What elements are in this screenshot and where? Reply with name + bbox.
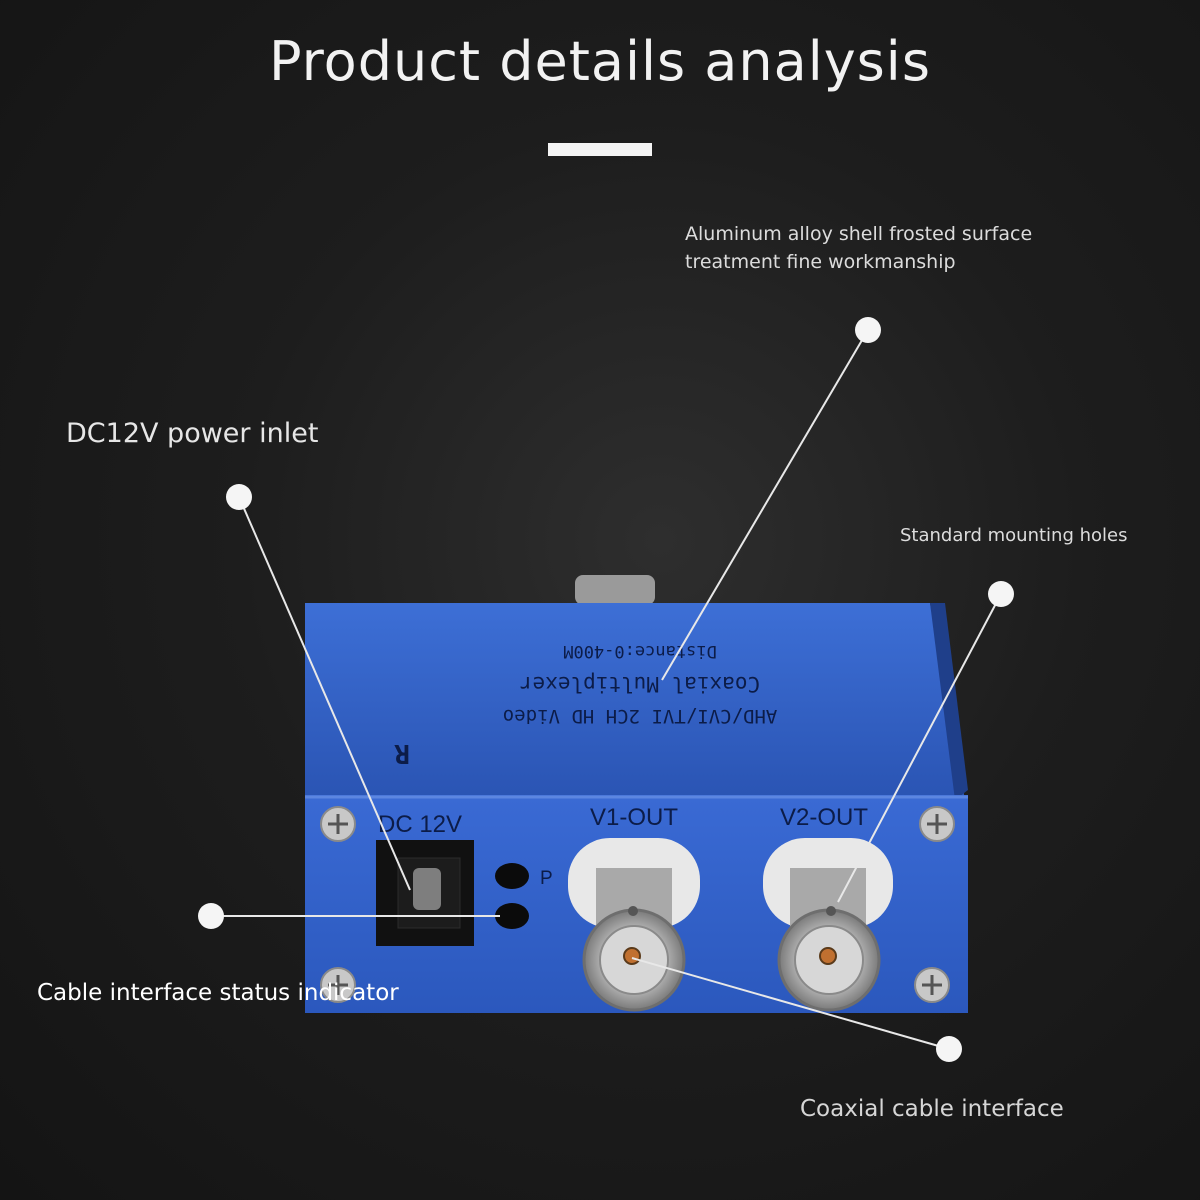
port-v1-label: V1-OUT [590,804,678,831]
led-power [495,863,529,889]
callout-power: DC12V power inlet [66,418,319,449]
device-distance-line: Distance:0-400M [563,641,717,661]
callout-dot-status [198,903,224,929]
dc-pin [413,868,441,910]
bnc-connector-v1 [568,838,700,1012]
device-name-line: Coaxial Multiplexer [520,672,760,696]
device-top-face [305,603,965,800]
leader-line-power [238,496,411,891]
callout-status: Cable interface status indicator [37,980,399,1006]
callout-holes: Standard mounting holes [900,525,1128,546]
mounting-screw [320,967,356,1003]
title-underline [548,143,652,156]
callout-dot-coax [936,1036,962,1062]
callout-shell-line2: treatment fine workmanship [685,251,956,273]
leader-line-holes [837,593,1002,903]
mounting-screw [919,806,955,842]
callout-dot-power [226,484,252,510]
callout-shell: Aluminum alloy shell frosted surface tre… [685,220,1032,276]
page-title: Product details analysis [269,30,931,93]
mounting-screw [914,967,950,1003]
callout-dot-shell [855,317,881,343]
callout-dot-holes [988,581,1014,607]
led-label: P [540,868,553,889]
callout-shell-line1: Aluminum alloy shell frosted surface [685,223,1033,245]
leader-line-shell [661,329,869,681]
mounting-screw [320,806,356,842]
device-spec-line: AHD/CVI/TVI 2CH HD Video [503,705,778,727]
dc-label: DC 12V [378,811,462,838]
leader-line-coax [631,957,950,1050]
device-mark: R [394,738,410,768]
rear-connector [575,575,655,605]
led-status [495,903,529,929]
callout-coax: Coaxial cable interface [800,1096,1064,1122]
port-v2-label: V2-OUT [780,804,868,831]
